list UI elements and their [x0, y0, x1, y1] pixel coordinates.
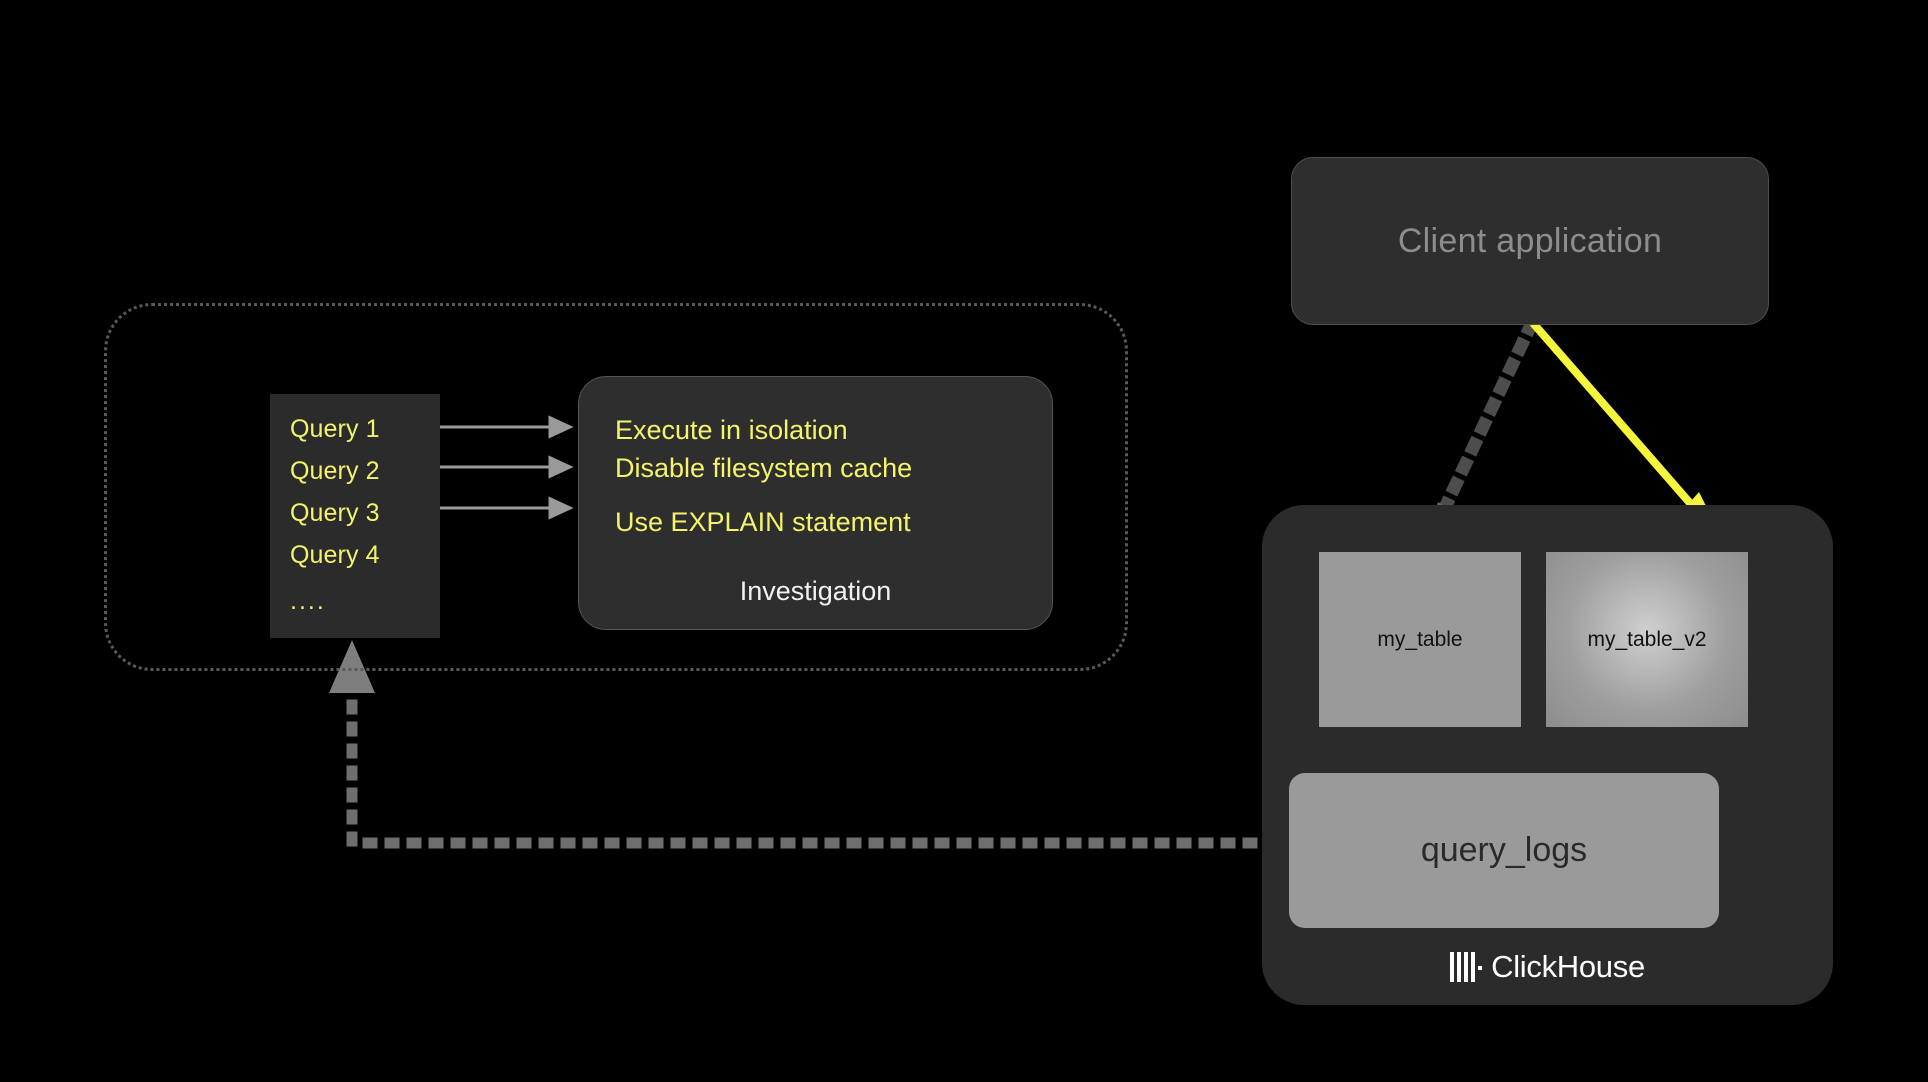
table-my-table: my_table — [1319, 552, 1521, 727]
query-list-panel: Query 1 Query 2 Query 3 Query 4 .... — [270, 394, 440, 638]
investigation-step-2: Disable filesystem cache — [615, 453, 913, 483]
client-application-box: Client application — [1291, 157, 1769, 325]
investigation-group-container — [104, 303, 1128, 671]
investigation-panel-title: Investigation — [739, 576, 892, 606]
query-list-item-2[interactable]: Query 2 — [290, 457, 380, 485]
table-my-table-label: my_table — [1377, 627, 1463, 651]
investigation-step-1: Execute in isolation — [615, 415, 848, 445]
client-application-label: Client application — [1397, 221, 1663, 260]
clickhouse-logo: ClickHouse — [1262, 949, 1833, 985]
table-query-logs: query_logs — [1289, 773, 1719, 928]
query-list-item-1[interactable]: Query 1 — [290, 415, 380, 443]
query-list-item-3[interactable]: Query 3 — [290, 499, 380, 527]
investigation-panel: Execute in isolation Disable filesystem … — [578, 376, 1053, 630]
table-query-logs-label: query_logs — [1420, 831, 1588, 869]
table-my-table-v2: my_table_v2 — [1546, 552, 1748, 727]
clickhouse-bars-icon — [1450, 952, 1483, 982]
investigation-step-3: Use EXPLAIN statement — [615, 507, 911, 537]
clickhouse-panel: my_table my_table_v2 query_logs ClickHou… — [1262, 505, 1833, 1005]
clickhouse-wordmark: ClickHouse — [1491, 949, 1645, 984]
query-list-item-4[interactable]: Query 4 — [290, 541, 380, 569]
query-list-ellipsis: .... — [290, 587, 326, 615]
table-my-table-v2-label: my_table_v2 — [1587, 627, 1707, 651]
